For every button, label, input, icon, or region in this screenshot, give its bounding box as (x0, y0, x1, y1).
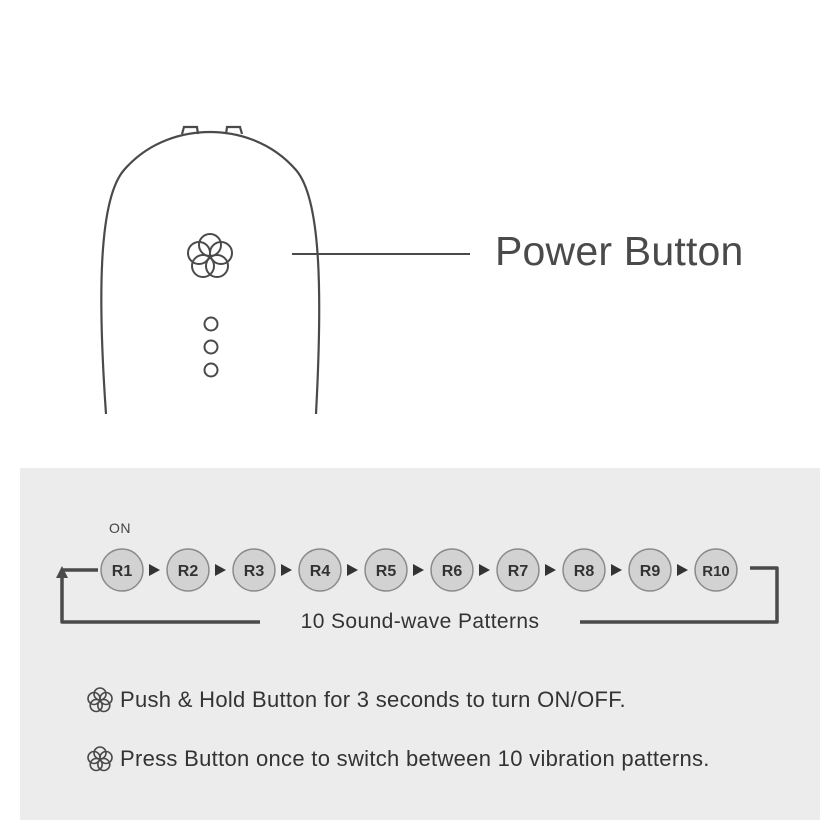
pattern-cycle-diagram: R1 R2 R3 R4 R5 R6 R7 R8 R9 R10 (56, 548, 779, 624)
device-body (100, 125, 321, 415)
on-label: ON (109, 520, 131, 536)
step-arrow-icon (215, 564, 226, 576)
instruction-hold: Push & Hold Button for 3 seconds to turn… (84, 684, 626, 716)
power-button-flower-icon[interactable] (187, 233, 233, 278)
pattern-step-r6 (430, 548, 474, 592)
pattern-step-r9 (628, 548, 672, 592)
pattern-step-label: R1 (112, 563, 133, 580)
instruction-press: Press Button once to switch between 10 v… (84, 743, 710, 775)
indicator-lights (203, 316, 219, 378)
instruction-text: Press Button once to switch between 10 v… (120, 746, 710, 771)
pattern-step-label: R8 (574, 563, 595, 580)
pattern-step-label: R6 (442, 563, 463, 580)
pattern-step-r4 (298, 548, 342, 592)
pattern-step-label: R9 (640, 563, 661, 580)
device-illustration (100, 125, 470, 415)
cycle-loop-arrowhead (56, 566, 68, 578)
indicator-light (203, 362, 219, 378)
pattern-step-r10 (694, 548, 738, 592)
instructions-panel: R1 R2 R3 R4 R5 R6 R7 R8 R9 R10 ON 10 Sound-wave P… (20, 468, 820, 820)
cycle-loop-line (60, 566, 779, 624)
step-arrow-icon (545, 564, 556, 576)
pattern-step-r3 (232, 548, 276, 592)
pattern-step-r1 (100, 548, 144, 592)
pattern-step-r2 (166, 548, 210, 592)
step-arrow-icon (611, 564, 622, 576)
pattern-step-r5 (364, 548, 408, 592)
step-arrow-icon (479, 564, 490, 576)
indicator-light (203, 339, 219, 355)
flower-icon (87, 746, 113, 772)
pattern-step-label: R4 (310, 563, 331, 580)
pattern-step-label: R7 (508, 563, 529, 580)
cycle-caption: 10 Sound-wave Patterns (260, 610, 580, 634)
flower-icon (87, 687, 113, 713)
step-arrow-icon (347, 564, 358, 576)
pattern-step-label: R3 (244, 563, 265, 580)
step-arrow-icon (413, 564, 424, 576)
pattern-step-r8 (562, 548, 606, 592)
pattern-step-label: R10 (702, 563, 730, 580)
step-arrow-icon (281, 564, 292, 576)
pattern-step-label: R5 (376, 563, 397, 580)
instruction-text: Push & Hold Button for 3 seconds to turn… (120, 687, 626, 712)
pattern-step-label: R2 (178, 563, 199, 580)
power-button-label: Power Button (495, 228, 744, 274)
indicator-light (203, 316, 219, 332)
step-arrow-icon (149, 564, 160, 576)
pattern-step-r7 (496, 548, 540, 592)
step-arrow-icon (677, 564, 688, 576)
